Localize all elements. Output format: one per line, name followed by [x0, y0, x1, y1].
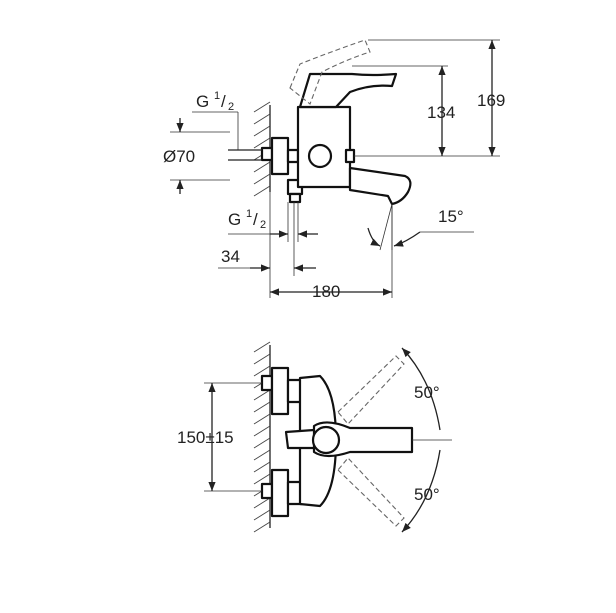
g-half-bottom-den: 2 [260, 219, 266, 231]
top-view: 150±15 50° 50° [177, 341, 452, 533]
dim-134-label: 134 [427, 103, 455, 122]
dim-150: 150±15 [177, 382, 262, 492]
angle-50-upper: 50° [401, 347, 441, 431]
g-half-top-slash: / [221, 92, 226, 111]
wall-top-view [253, 341, 271, 533]
handle-ghost-upper [337, 355, 405, 425]
angle-50-lower: 50° [401, 449, 441, 533]
dim-34: 34 [218, 192, 316, 298]
mixer-body-side [260, 105, 412, 206]
angle-15: 15° [367, 203, 474, 251]
diameter-70-dimension: Ø70 [163, 118, 230, 194]
angle-50-lower-label: 50° [414, 485, 440, 504]
g-half-top-num: 1 [214, 90, 220, 102]
dim-180-label: 180 [312, 282, 340, 301]
diameter-70-label: Ø70 [163, 147, 195, 166]
g-half-bottom-slash: / [253, 210, 258, 229]
angle-15-label: 15° [438, 207, 464, 226]
g-half-bottom-dimension: G 1 / 2 [228, 202, 318, 242]
g-half-top-dimension: G 1 / 2 [192, 90, 262, 161]
angle-50-upper-label: 50° [414, 383, 440, 402]
dim-150-label: 150±15 [177, 428, 234, 447]
g-half-top-den: 2 [228, 101, 234, 113]
g-half-top-main: G [196, 92, 209, 111]
handle-ghost-lower [337, 457, 405, 527]
dim-169-label: 169 [477, 91, 505, 110]
lever-handle-side [298, 72, 398, 109]
g-half-bottom-main: G [228, 210, 241, 229]
dim-180: 180 [270, 204, 393, 301]
dim-169: 169 [368, 39, 505, 156]
lever-handle-ghost [289, 39, 371, 105]
dim-34-label: 34 [221, 247, 240, 266]
g-half-bottom-num: 1 [246, 208, 252, 220]
dim-134: 134 [352, 65, 500, 157]
side-view: G 1 / 2 Ø70 G 1 / 2 [163, 39, 505, 301]
handle-top [284, 421, 452, 458]
